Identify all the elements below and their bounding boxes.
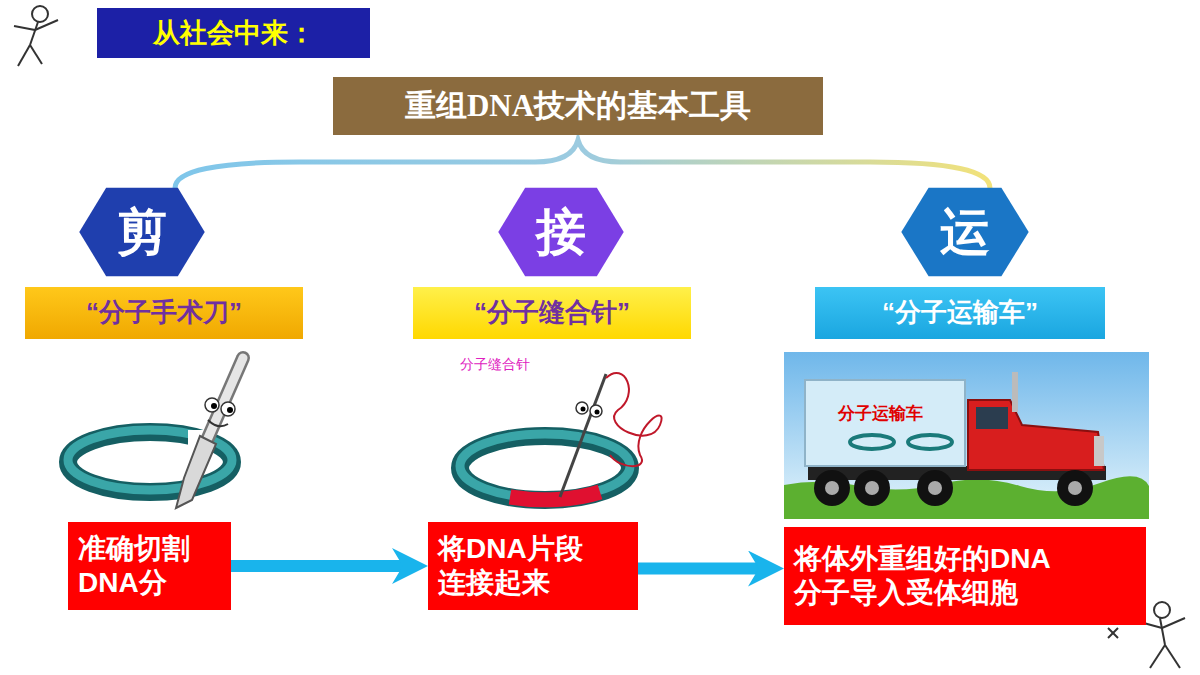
box-text: 准确切割 DNA分 — [78, 532, 221, 599]
stick-figure — [14, 6, 58, 66]
hexagon-fill — [901, 188, 1028, 276]
nickname-box: “分子运输车” — [815, 287, 1105, 339]
exhaust — [1012, 372, 1018, 412]
eye — [576, 402, 588, 414]
hexagon-text: 运 — [940, 202, 990, 262]
section-tag: 从社会中来： — [97, 8, 370, 58]
truck-label: 分子运输车 — [838, 402, 923, 425]
eye — [205, 398, 219, 412]
plasmid — [850, 435, 894, 449]
hubs — [825, 481, 1082, 495]
tool-hexagon: 接 — [497, 186, 625, 278]
dna-ring — [460, 434, 630, 498]
wheels — [814, 470, 1093, 506]
curly-brace — [175, 140, 990, 188]
flow-arrow — [638, 563, 766, 575]
box-text: “分子手术刀” — [86, 297, 242, 328]
flow-arrow — [231, 560, 410, 572]
pupil — [211, 403, 217, 409]
hexagon-text: 接 — [536, 202, 586, 262]
truck-cab — [968, 400, 1104, 470]
nickname-box: “分子手术刀” — [25, 287, 303, 339]
eye — [221, 402, 235, 416]
tool-hexagon: 剪 — [78, 186, 206, 278]
illustration-caption: 分子缝合针 — [460, 356, 530, 374]
thread — [606, 373, 662, 466]
function-box: 将体外重组好的DNA 分子导入受体细胞 — [784, 527, 1146, 625]
box-text: 从社会中来： — [153, 17, 315, 49]
truck-illustration — [784, 352, 1149, 519]
title-box: 重组DNA技术的基本工具 — [333, 77, 823, 135]
box-text: 将DNA片段 连接起来 — [438, 532, 628, 599]
function-box: 将DNA片段 连接起来 — [428, 522, 638, 610]
grille — [1094, 436, 1104, 466]
sky — [784, 352, 1149, 519]
scalpel-illustration — [68, 358, 243, 508]
pupil — [581, 407, 586, 412]
pupil — [595, 410, 600, 415]
scalpel-blade — [176, 436, 216, 508]
box-text: 将体外重组好的DNA 分子导入受体细胞 — [794, 542, 1136, 609]
box-text: 重组DNA技术的基本工具 — [405, 87, 751, 124]
needle — [560, 374, 606, 497]
box-text: “分子运输车” — [882, 297, 1038, 328]
function-box: 准确切割 DNA分 — [68, 522, 231, 610]
eye — [590, 405, 602, 417]
pupil — [227, 407, 233, 413]
hexagon-text: 剪 — [117, 202, 167, 262]
cab-window — [976, 407, 1008, 429]
hexagon-fill — [498, 188, 623, 276]
tool-hexagon: 运 — [900, 186, 1030, 278]
nickname-box: “分子缝合针” — [413, 287, 691, 339]
smile — [208, 420, 228, 426]
box-text: “分子缝合针” — [474, 297, 630, 328]
hexagon-fill — [79, 188, 204, 276]
needle-illustration — [460, 373, 662, 500]
plasmid — [908, 435, 952, 449]
container — [805, 380, 965, 466]
inserted-segment — [510, 492, 600, 500]
